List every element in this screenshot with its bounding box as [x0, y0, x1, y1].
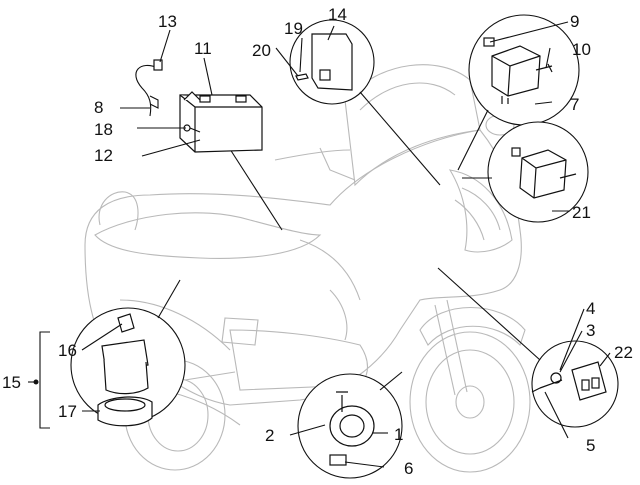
front-wheel-hub [455, 385, 485, 419]
label-15: 15 [2, 373, 21, 392]
label-17: 17 [58, 402, 77, 421]
label-1: 1 [394, 425, 403, 444]
label-2: 2 [265, 426, 274, 445]
label-20: 20 [252, 41, 271, 60]
label-19: 19 [284, 19, 303, 38]
headlight [454, 187, 501, 241]
label-13: 13 [158, 12, 177, 31]
label-22: 22 [614, 343, 633, 362]
handlebar [274, 147, 356, 181]
relay-21-part [511, 147, 577, 199]
front-shield [448, 169, 513, 253]
label-14: 14 [328, 5, 347, 24]
label-9: 9 [570, 12, 579, 31]
part-labels: 1 2 3 4 5 6 7 8 9 10 11 12 13 14 15 16 1… [2, 5, 633, 478]
label-16: 16 [58, 341, 77, 360]
fuse-holder-parts [97, 313, 153, 427]
vent-tube [135, 59, 163, 117]
label-18: 18 [94, 120, 113, 139]
windscreen-inner [359, 82, 456, 111]
label-10: 10 [572, 40, 591, 59]
body-main [84, 129, 522, 406]
windscreen [344, 64, 481, 187]
front-wheel-rim [425, 349, 515, 455]
seat [94, 212, 322, 259]
connector-22-part [531, 361, 607, 401]
label-11: 11 [194, 39, 212, 58]
side-vent [221, 317, 259, 346]
label-3: 3 [586, 321, 595, 340]
backrest [98, 191, 139, 231]
front-fork [434, 299, 468, 396]
battery-leader [227, 145, 283, 231]
label-5: 5 [586, 436, 595, 455]
label-12: 12 [94, 146, 113, 165]
battery [179, 91, 263, 153]
horn-part [329, 391, 375, 466]
front-fender [419, 306, 526, 347]
relay-7-part [483, 37, 553, 104]
leader-lines [28, 21, 611, 468]
inset-connector-22 [437, 267, 619, 428]
side-panel [119, 239, 361, 351]
front-wheel [409, 331, 531, 473]
battery-screw [183, 124, 201, 133]
label-6: 6 [404, 459, 413, 478]
bracket-14-part [295, 33, 353, 91]
label-8: 8 [94, 98, 103, 117]
label-4: 4 [586, 299, 595, 318]
label-7: 7 [570, 95, 579, 114]
label-21: 21 [572, 203, 591, 222]
